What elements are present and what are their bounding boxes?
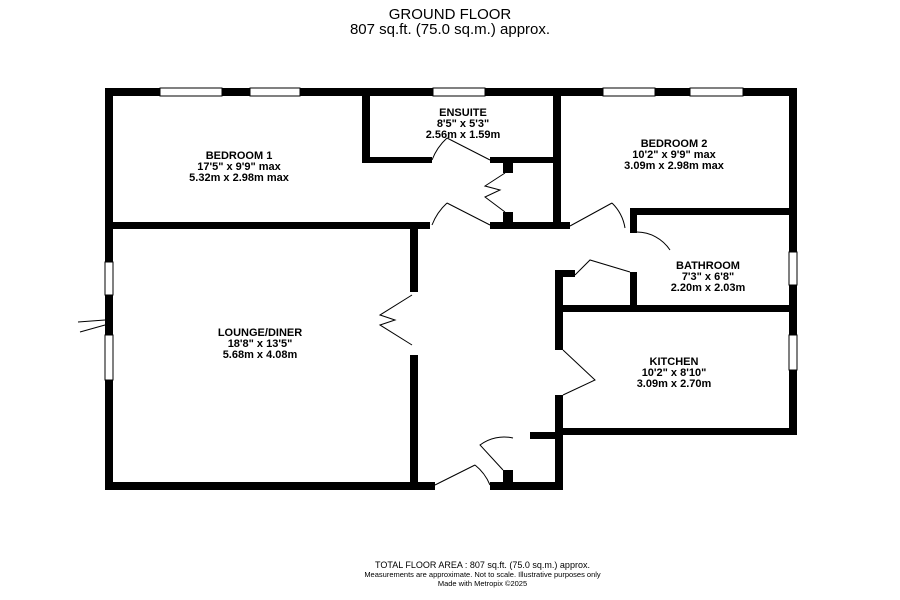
room-imperial: 8'5" x 5'3" — [436, 118, 490, 130]
room-name: BEDROOM 1 — [205, 150, 273, 162]
room-name: ENSUITE — [439, 107, 487, 119]
room-imperial: 7'3" x 6'8" — [681, 271, 735, 283]
windows — [104, 87, 798, 381]
floor-title: GROUND FLOOR — [388, 6, 512, 23]
room-name: LOUNGE/DINER — [217, 327, 303, 339]
room-imperial: 18'8" x 13'5" — [227, 338, 293, 350]
room-metric: 2.56m x 1.59m — [425, 129, 501, 141]
room-metric: 5.68m x 4.08m — [222, 349, 298, 361]
floor-area: 807 sq.ft. (75.0 sq.m.) approx. — [349, 21, 551, 38]
room-metric: 5.32m x 2.98m max — [189, 172, 289, 184]
room-imperial: 10'2" x 8'10" — [641, 367, 707, 379]
room-metric: 2.20m x 2.03m — [670, 282, 746, 294]
disclaimer: Measurements are approximate. Not to sca… — [364, 570, 601, 579]
doors — [77, 137, 671, 486]
room-imperial: 10'2" x 9'9" max — [632, 149, 716, 161]
room-name: BEDROOM 2 — [640, 138, 708, 150]
room-imperial: 17'5" x 9'9" max — [197, 161, 281, 173]
total-floor-area: TOTAL FLOOR AREA : 807 sq.ft. (75.0 sq.m… — [375, 560, 590, 570]
credit: Made with Metropix ©2025 — [437, 579, 528, 588]
room-name: KITCHEN — [649, 356, 699, 368]
room-metric: 3.09m x 2.70m — [636, 378, 712, 390]
room-name: BATHROOM — [676, 260, 740, 272]
room-metric: 3.09m x 2.98m max — [624, 160, 724, 172]
